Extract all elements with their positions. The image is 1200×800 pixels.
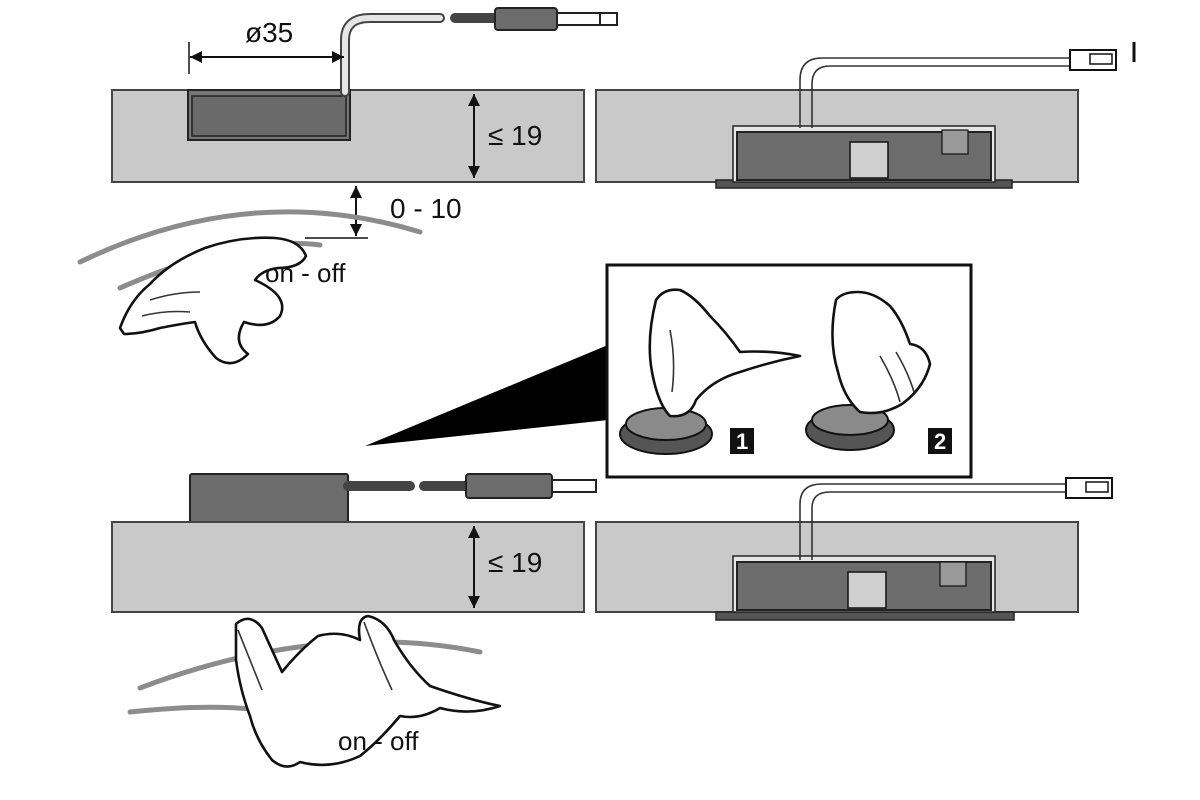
diameter-arrow-right — [332, 51, 344, 63]
bottom-right-mount-plate — [715, 611, 1015, 621]
top-jack-plug — [494, 7, 558, 31]
step-2-hand-icon — [831, 290, 932, 415]
thickness-label-bottom: ≤ 19 — [488, 547, 542, 578]
distance-arrow-up — [350, 186, 362, 198]
bottom-right-assembly — [595, 477, 1113, 621]
step-2-finger-2 — [895, 351, 915, 393]
thickness-label-top: ≤ 19 — [488, 120, 542, 151]
bottom-hand-thumb — [237, 629, 263, 691]
step-2-finger-1 — [879, 355, 901, 403]
bottom-right-wire-b — [811, 491, 1066, 560]
thickness-arrow-up-top — [468, 94, 480, 106]
recessed-sensor — [191, 95, 347, 137]
top-hand-icon — [118, 236, 308, 365]
step-2-number: 2 — [934, 429, 946, 454]
top-right-wire-a — [799, 57, 1070, 128]
top-cable — [340, 13, 445, 97]
top-right-assembly — [595, 42, 1136, 189]
step-1-hand-icon — [648, 288, 802, 418]
top-right-plug-tip — [1089, 53, 1113, 65]
bottom-jack-plug — [465, 473, 553, 499]
distance-label: 0 - 10 — [390, 193, 462, 224]
step-1-illustration: 1 — [619, 288, 802, 455]
top-right-connector — [849, 141, 889, 179]
bottom-hand-finger — [363, 621, 393, 691]
top-right-wire-b — [811, 65, 1070, 128]
surface-sensor-box — [189, 473, 349, 523]
diameter-arrow-left — [190, 51, 202, 63]
bottom-hand-icon — [234, 614, 502, 768]
top-jack-pin — [556, 12, 618, 26]
top-motion-arc — [77, 209, 423, 265]
bottom-right-plug-tip — [1085, 481, 1109, 493]
bottom-right-wire-a — [799, 483, 1066, 560]
distance-arrow-down — [350, 224, 362, 236]
step-1-number: 1 — [736, 429, 748, 454]
top-right-aux — [941, 129, 969, 155]
top-hand-finger-1 — [149, 291, 201, 301]
bottom-right-aux — [939, 561, 967, 587]
bottom-left-assembly: ≤ 19 — [111, 473, 597, 613]
diameter-label: ø35 — [245, 17, 293, 48]
bottom-jack-pin — [551, 479, 597, 493]
top-cable-core — [342, 15, 443, 95]
top-hand-finger-2 — [141, 310, 191, 317]
top-left-assembly: ø35 ≤ 19 0 - 10 — [111, 7, 618, 239]
inset-pointer — [365, 345, 608, 446]
step-1-badge — [730, 428, 754, 454]
step-2-illustration: 2 — [805, 290, 952, 454]
bottom-on-off-label: on - off — [338, 726, 419, 756]
bottom-hand-gesture: on - off — [127, 614, 502, 768]
thickness-arrow-down-top — [468, 166, 480, 178]
step-1-finger — [669, 329, 675, 393]
top-on-off-label: on - off — [265, 258, 346, 288]
thickness-arrow-up-bottom — [468, 526, 480, 538]
thickness-arrow-down-bottom — [468, 596, 480, 608]
bottom-right-connector — [847, 571, 887, 609]
bottom-left-board — [111, 521, 585, 613]
inset-panel: 1 2 — [365, 263, 973, 479]
step-2-badge — [928, 428, 952, 454]
top-hand-gesture: on - off — [77, 209, 423, 365]
